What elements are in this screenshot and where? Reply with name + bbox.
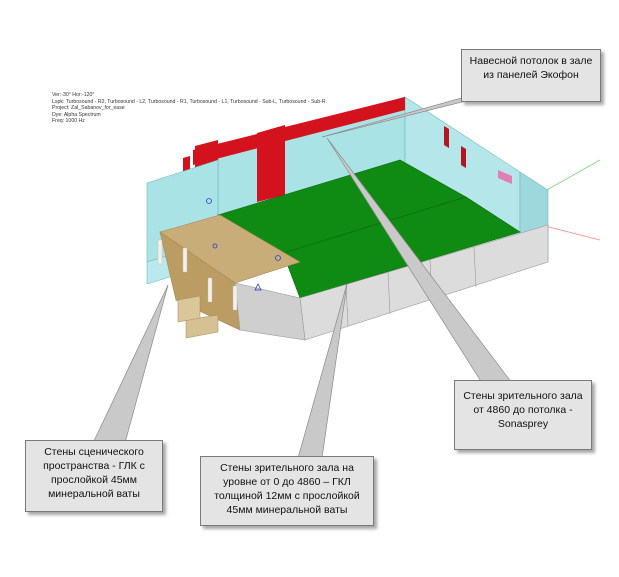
render-info-line: Ver:-30° Hor:-120° xyxy=(52,92,95,98)
white-stripe-2 xyxy=(182,247,188,273)
pink-box xyxy=(498,170,512,184)
stage-box-small xyxy=(177,295,201,323)
callout-line: пространства - ГЛК с xyxy=(43,460,145,472)
stage-callout-pointer xyxy=(92,284,169,444)
render-info: Ver:-30° Hor:-120° Lspk: Turbosound - R2… xyxy=(52,92,326,125)
red-pillar-2 xyxy=(257,125,285,202)
speaker-marker xyxy=(254,283,262,291)
white-stripe-4 xyxy=(232,285,238,311)
callout-line: Навесной потолок в зале xyxy=(469,55,593,67)
white-stripe-1 xyxy=(157,239,163,265)
callout-line: 45мм минеральной ваты xyxy=(226,504,348,516)
render-info-line: Freq: 1000 Hz xyxy=(52,118,85,125)
speaker-marker xyxy=(275,255,281,261)
lower-wall-joint-4 xyxy=(473,246,477,288)
callout-line: Стены зрительного зала xyxy=(463,390,583,402)
callout-line: толщиной 12мм с прослойкой xyxy=(214,490,360,502)
callout-line: минеральной ваты xyxy=(48,488,140,500)
ceiling-callout: Навесной потолок в зале из панелей Экофо… xyxy=(461,49,601,102)
render-info-line: Project: Zal_Sabanov_for_ease xyxy=(52,105,125,112)
stage-walls-callout: Стены сценического пространства - ГЛК с … xyxy=(25,440,163,512)
callout-line: уровне от 0 до 4860 – ГКЛ xyxy=(223,476,351,488)
render-info-line: Lspk: Turbosound - R2, Turbosound - L2, … xyxy=(52,98,326,105)
lower-wall-joint-2 xyxy=(387,271,391,315)
callout-line: Стены сценического xyxy=(44,446,144,458)
red-panel-end-1 xyxy=(444,126,449,148)
callout-line: от 4860 до потолка - xyxy=(473,404,573,416)
red-panel-end-2 xyxy=(461,146,466,168)
hall-upper-walls-callout: Стены зрительного зала от 4860 до потолк… xyxy=(454,380,592,450)
white-stripe-3 xyxy=(207,277,213,303)
render-info-line: Dye: Alpha Spectrum xyxy=(52,111,101,118)
hall-lower-walls-callout: Стены зрительного зала на уровне от 0 до… xyxy=(200,456,374,526)
ceiling-band-red xyxy=(193,97,405,165)
speaker-marker xyxy=(206,198,212,204)
lower-wall-side xyxy=(234,282,306,341)
callout-line: из панелей Экофон xyxy=(483,69,579,81)
callout-line: Стены зрительного зала на xyxy=(220,462,354,474)
callout-line: Sonasprey xyxy=(497,418,549,430)
speaker-marker xyxy=(212,243,218,249)
stage-step xyxy=(185,314,219,339)
callout-line: прослойкой 45мм xyxy=(50,474,137,486)
